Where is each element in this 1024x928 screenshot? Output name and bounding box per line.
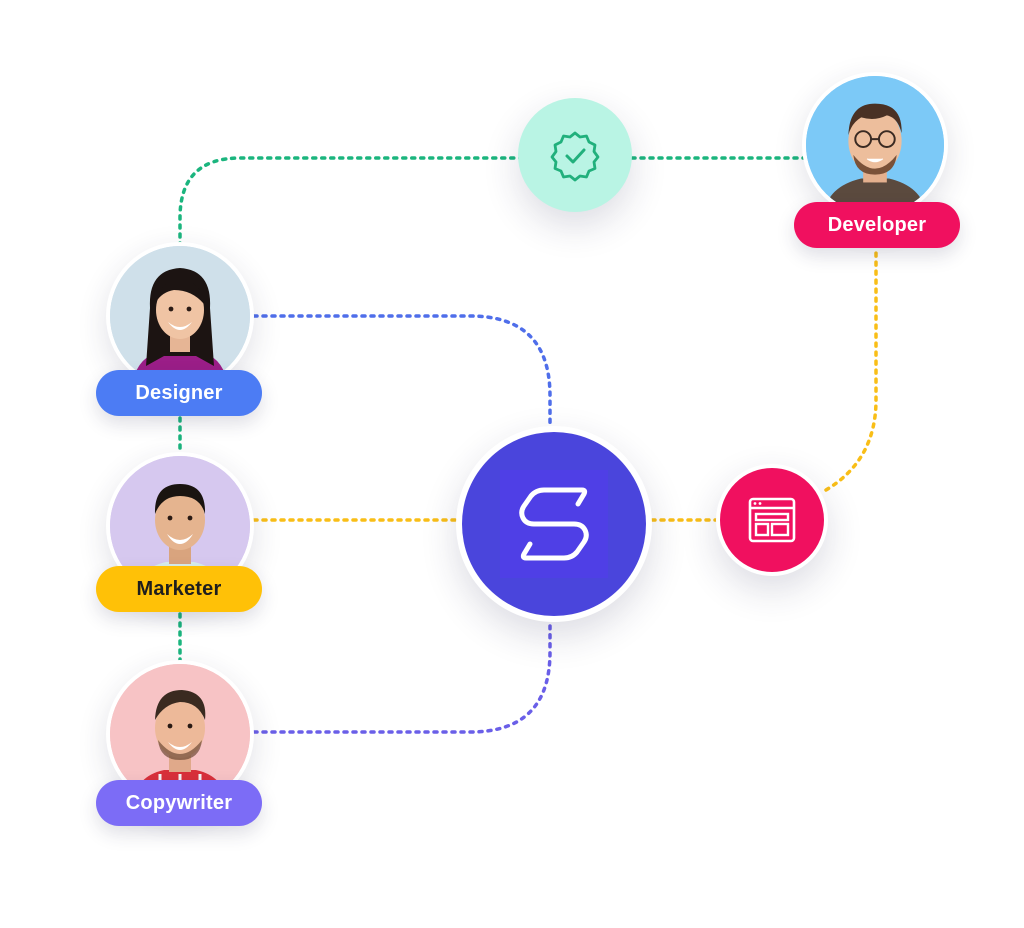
verified-badge-icon	[550, 131, 600, 182]
s-logo-icon	[519, 487, 589, 561]
purple-connector	[252, 624, 552, 734]
copywriter-label[interactable]: Copywriter	[96, 780, 262, 826]
marketer-label[interactable]: Marketer	[96, 566, 262, 612]
layout-node	[716, 464, 828, 576]
hub-logo-tile	[500, 470, 608, 578]
developer-label[interactable]: Developer	[794, 202, 960, 248]
green-connector	[178, 156, 522, 248]
hub-node[interactable]	[456, 426, 652, 622]
hub-inner	[462, 432, 646, 616]
designer-avatar	[106, 242, 254, 390]
developer-avatar	[802, 72, 948, 218]
designer-label[interactable]: Designer	[96, 370, 262, 416]
yellow-connector-up	[824, 248, 878, 492]
window-layout-icon	[748, 497, 796, 543]
blue-connector	[252, 314, 552, 430]
verified-node	[518, 98, 632, 212]
